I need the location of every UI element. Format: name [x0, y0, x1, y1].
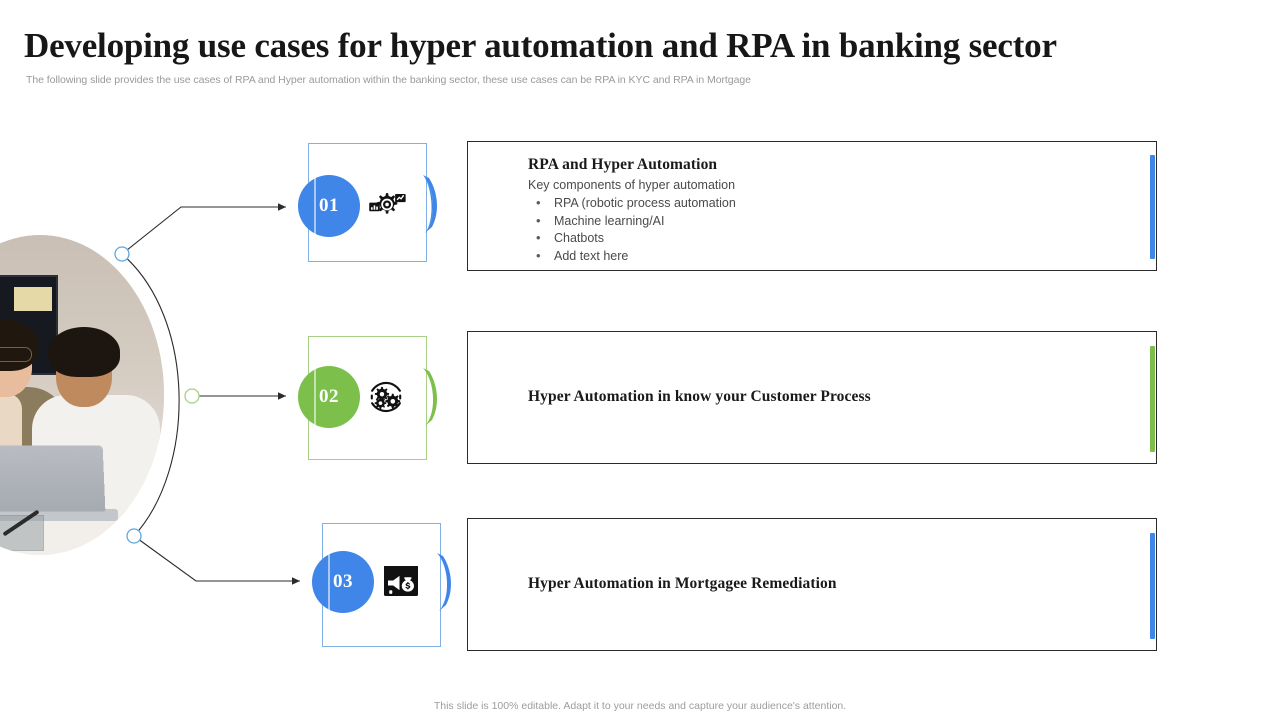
photo-clip	[0, 235, 164, 555]
page-title: Developing use cases for hyper automatio…	[24, 26, 1057, 65]
photo-laptop	[0, 445, 106, 512]
step-03-number: 03	[333, 571, 353, 592]
step-02-chevron-icon	[423, 368, 438, 426]
content-01-heading: RPA and Hyper Automation	[528, 156, 718, 173]
badge-sheen	[328, 552, 331, 612]
accent-bar-02	[1150, 346, 1155, 452]
connector-arrowhead-1	[278, 203, 286, 211]
gears-in-circle-icon	[362, 373, 410, 421]
list-item: Chatbots	[528, 229, 736, 248]
content-box-01[interactable]: RPA and Hyper Automation Key components …	[467, 141, 1157, 271]
footer-note: This slide is 100% editable. Adapt it to…	[433, 700, 847, 712]
photo-person-b-hair	[48, 327, 120, 377]
photo-person-a-glasses	[0, 347, 32, 362]
gear-analytics-icon	[362, 182, 410, 230]
content-01-subheading: Key components of hyper automation	[528, 178, 736, 192]
step-03-chevron-icon	[437, 553, 452, 611]
connector-node-2	[184, 388, 200, 404]
content-02-heading: Hyper Automation in know your Customer P…	[528, 388, 871, 405]
list-item: RPA (robotic process automation	[528, 194, 736, 213]
list-item: Machine learning/AI	[528, 212, 736, 231]
content-box-02[interactable]: Hyper Automation in know your Customer P…	[467, 331, 1157, 464]
content-01-bullet-list: RPA (robotic process automation Machine …	[528, 194, 736, 266]
page-subtitle: The following slide provides the use cas…	[26, 74, 751, 86]
team-photo-circle	[0, 235, 164, 555]
step-01-chevron-icon	[423, 175, 438, 233]
content-box-03[interactable]: Hyper Automation in Mortgagee Remediatio…	[467, 518, 1157, 651]
step-03-number-badge[interactable]: 03	[312, 551, 374, 613]
accent-bar-01	[1150, 155, 1155, 259]
badge-sheen	[314, 176, 317, 236]
accent-bar-03	[1150, 533, 1155, 639]
step-02-number-badge[interactable]: 02	[298, 366, 360, 428]
photo-monitor-panel	[14, 287, 52, 311]
connector-arrowhead-2	[278, 392, 286, 400]
connector-arrowhead-3	[292, 577, 300, 585]
badge-sheen	[314, 367, 317, 427]
list-item: Add text here	[528, 247, 736, 266]
step-01-number-badge[interactable]: 01	[298, 175, 360, 237]
step-01-number: 01	[319, 195, 339, 216]
megaphone-moneybag-icon	[378, 558, 424, 604]
step-02-number: 02	[319, 386, 339, 407]
content-03-heading: Hyper Automation in Mortgagee Remediatio…	[528, 575, 837, 592]
